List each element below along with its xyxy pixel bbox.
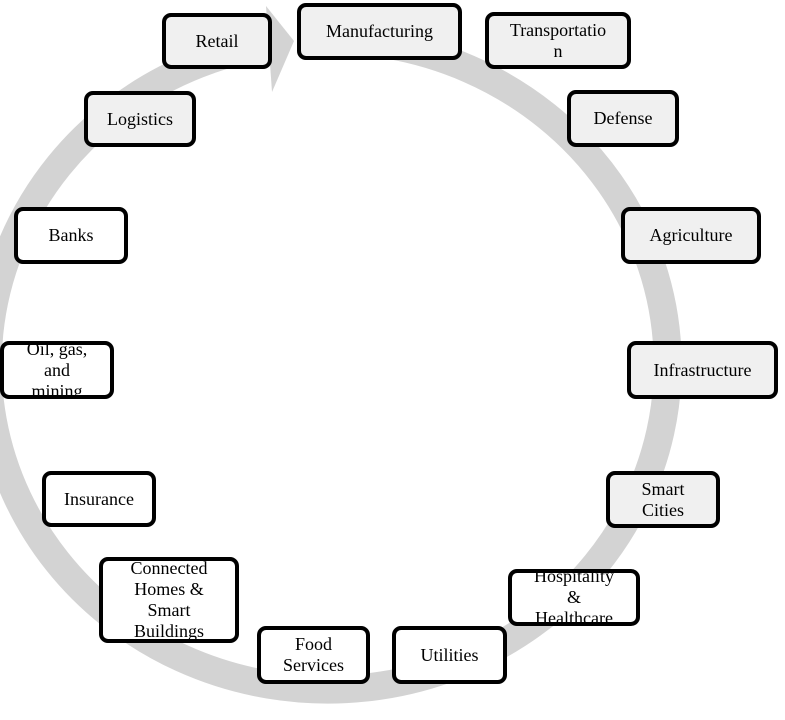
node-banks: Banks [14, 207, 128, 264]
node-food-services: Food Services [257, 626, 370, 684]
node-defense-label: Defense [593, 108, 653, 128]
node-utilities: Utilities [392, 626, 507, 684]
node-oil-gas-mining: Oil, gas, and mining [0, 341, 114, 399]
node-insurance-label: Insurance [64, 488, 134, 509]
node-infrastructure: Infrastructure [627, 341, 778, 399]
node-transportation: Transportatio n [485, 12, 631, 69]
node-logistics-label: Logistics [107, 108, 173, 129]
node-defense: Defense [567, 90, 679, 147]
node-manufacturing-label: Manufacturing [326, 21, 433, 41]
node-food-services-label: Food Services [283, 634, 344, 675]
node-oil-gas-mining-label: Oil, gas, and mining [26, 341, 88, 399]
node-infrastructure-label: Infrastructure [653, 359, 752, 380]
node-retail: Retail [162, 13, 272, 69]
node-retail-label: Retail [195, 30, 239, 51]
node-insurance: Insurance [42, 471, 156, 527]
node-logistics: Logistics [84, 91, 196, 147]
node-agriculture-label: Agriculture [649, 225, 733, 245]
node-utilities-label: Utilities [420, 644, 479, 665]
node-connected-homes-label: Connected Homes & Smart Buildings [130, 558, 208, 641]
node-agriculture: Agriculture [621, 207, 761, 264]
node-smart-cities-label: Smart Cities [641, 478, 685, 520]
node-manufacturing: Manufacturing [297, 3, 462, 60]
node-hospitality-healthcare-label: Hospitality & Healthcare [534, 569, 614, 626]
node-banks-label: Banks [48, 225, 94, 245]
node-hospitality-healthcare: Hospitality & Healthcare [508, 569, 640, 626]
node-smart-cities: Smart Cities [606, 471, 720, 528]
node-transportation-label: Transportatio n [509, 19, 607, 61]
cycle-arrowhead [266, 6, 294, 92]
node-connected-homes: Connected Homes & Smart Buildings [99, 557, 239, 643]
